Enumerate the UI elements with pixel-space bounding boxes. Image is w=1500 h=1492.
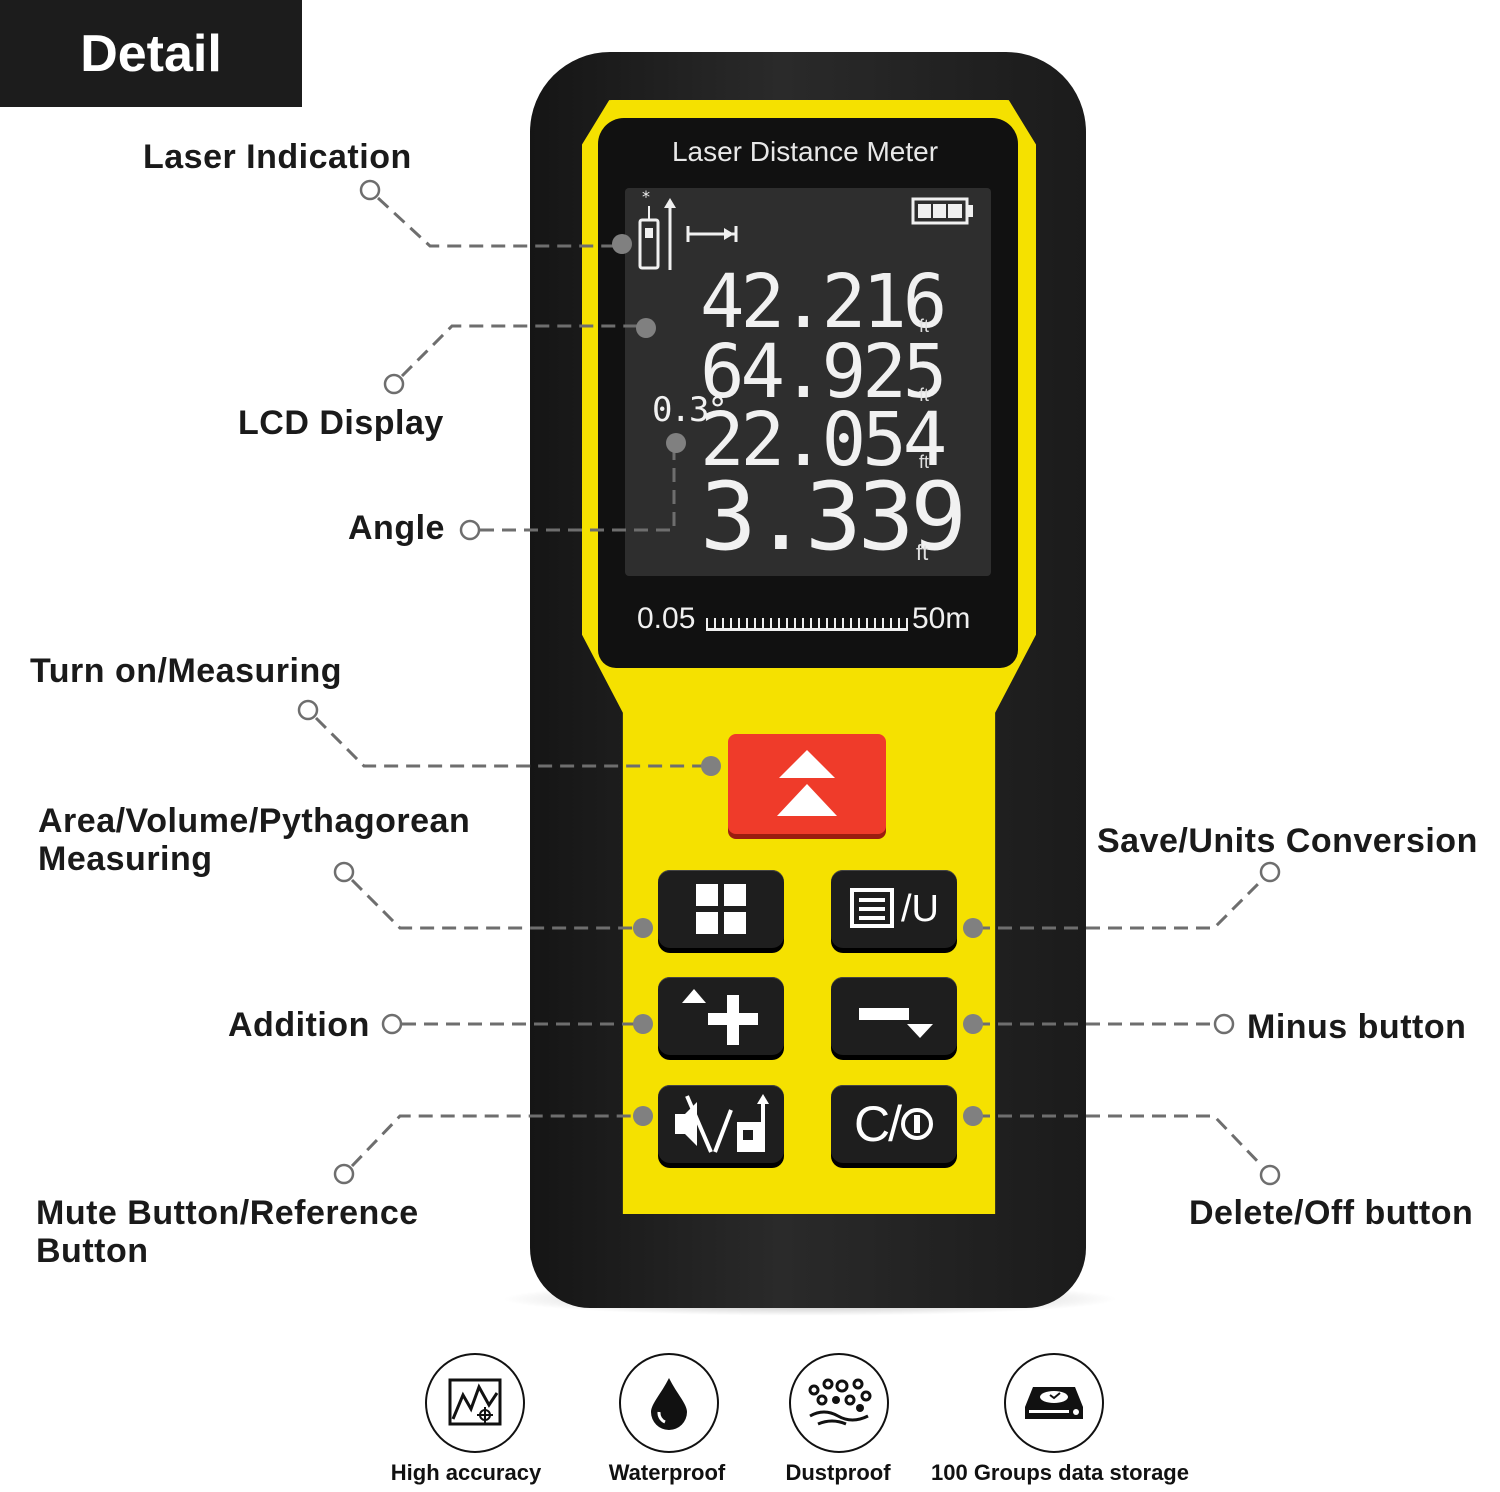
feature-label-storage: 100 Groups data storage <box>931 1460 1189 1485</box>
lcd-display <box>625 188 991 576</box>
svg-text:*: * <box>642 188 650 206</box>
battery-icon <box>911 197 973 225</box>
measure-button[interactable] <box>728 734 886 834</box>
laser-indication-icon: * <box>638 188 738 270</box>
label-lcd-display: LCD Display <box>238 404 444 442</box>
detail-header: Detail <box>0 0 302 107</box>
minus-icon <box>859 1008 933 1038</box>
grid-icon <box>696 884 746 934</box>
addition-button[interactable] <box>658 977 784 1055</box>
reading-2-value: 64.925 <box>700 329 947 415</box>
screen-title: Laser Distance Meter <box>671 136 939 167</box>
save-units-label: /U <box>901 887 939 930</box>
hard-drive-icon <box>1025 1387 1083 1419</box>
minus-button[interactable] <box>831 977 957 1055</box>
list-icon <box>850 888 894 928</box>
label-addition: Addition <box>228 1006 370 1044</box>
dust-particles-icon <box>808 1378 872 1426</box>
mountain-chart-icon <box>448 1378 502 1426</box>
power-icon <box>901 1108 933 1140</box>
label-area-volume: Area/Volume/Pythagorean Measuring <box>38 802 471 878</box>
reading-2-unit: ft <box>919 385 930 405</box>
area-volume-button[interactable] <box>658 870 784 948</box>
mute-reference-button[interactable] <box>658 1085 784 1163</box>
reading-4-unit: ft <box>916 540 929 565</box>
reading-3-unit: ft <box>919 452 930 472</box>
reading-1-unit: ft <box>919 316 930 336</box>
feature-high-accuracy-badge <box>425 1353 525 1453</box>
feature-waterproof-badge <box>619 1353 719 1453</box>
range-max: 50m <box>912 602 971 635</box>
mute-reference-icon <box>675 1094 769 1153</box>
range-scale <box>706 612 908 631</box>
delete-off-label: C/ <box>854 1096 902 1152</box>
label-save-units: Save/Units Conversion <box>1097 822 1478 860</box>
reading-3-value: 22.054 <box>700 397 947 483</box>
feature-label-waterproof: Waterproof <box>608 1460 726 1485</box>
plus-icon <box>682 989 758 1045</box>
label-laser-indication: Laser Indication <box>143 138 412 176</box>
range-min: 0.05 <box>637 602 696 635</box>
feature-storage-badge <box>1004 1353 1104 1453</box>
save-units-button[interactable]: /U <box>831 870 957 948</box>
feature-label-high-accuracy: High accuracy <box>390 1460 542 1485</box>
feature-label-dustproof: Dustproof <box>785 1460 891 1485</box>
label-minus: Minus button <box>1247 1008 1467 1046</box>
label-angle: Angle <box>348 509 445 547</box>
delete-off-button[interactable]: C/ <box>831 1085 957 1163</box>
feature-dustproof-badge <box>789 1353 889 1453</box>
reading-1-value: 42.216 <box>700 259 947 345</box>
label-mute-reference: Mute Button/Reference Button <box>36 1194 419 1270</box>
water-drop-icon <box>651 1378 687 1430</box>
angle-value: 0.3° <box>652 390 728 430</box>
label-delete-off: Delete/Off button <box>1189 1194 1474 1232</box>
double-arrow-up-icon <box>777 750 837 816</box>
label-turn-on-measuring: Turn on/Measuring <box>30 652 342 690</box>
